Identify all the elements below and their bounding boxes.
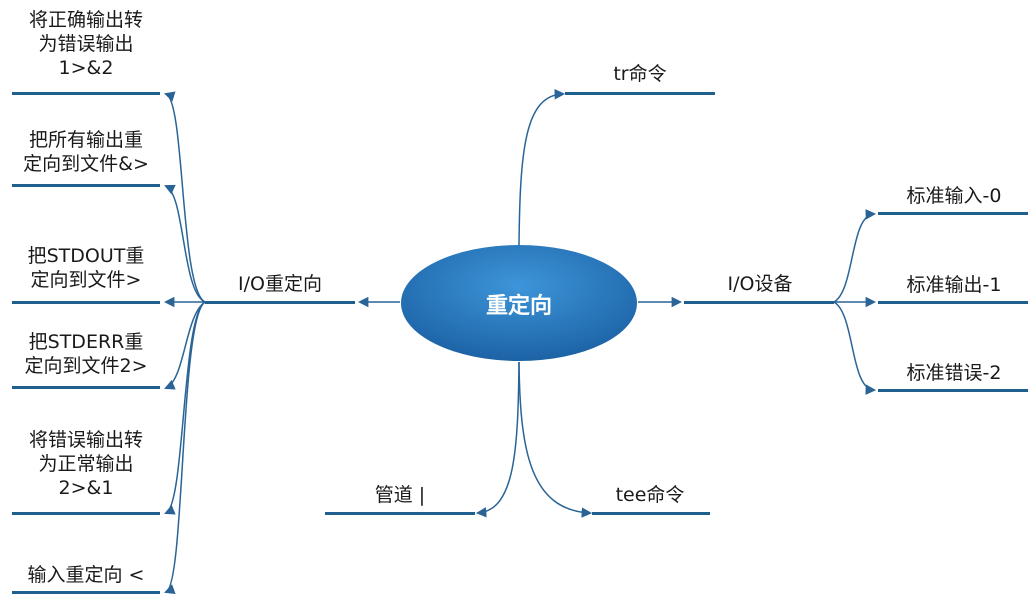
connector-redirect-5 [164, 301, 206, 594]
redirect-item-3-line-0: 把STDERR重 [28, 331, 144, 353]
device-item-2: 标准错误-2 [906, 362, 1002, 384]
connector-redirect-3 [164, 301, 206, 390]
connector-device-0 [833, 209, 877, 303]
connector-pipe [475, 361, 520, 518]
connector-device-2 [833, 301, 877, 395]
redirect-item-1: 把所有输出重 定向到文件&> [12, 128, 160, 176]
bar-redirect-0 [12, 92, 160, 95]
redirect-item-4-line-0: 将错误输出转 [28, 429, 143, 451]
bar-io-device [684, 301, 834, 304]
redirect-item-1-line-0: 把所有输出重 [28, 129, 143, 151]
branch-pipe-label: 管道 | [374, 484, 426, 506]
redirect-item-2: 把STDOUT重 定向到文件> [12, 244, 160, 292]
device-item-1: 标准输出-1 [906, 274, 1002, 296]
bar-device-1 [878, 301, 1028, 304]
connector-redirect-0 [164, 91, 206, 303]
redirect-item-2-line-1: 定向到文件> [30, 269, 142, 291]
redirect-item-2-line-0: 把STDOUT重 [27, 245, 145, 267]
redirect-item-0: 将正确输出转 为错误输出 1>&2 [12, 8, 160, 80]
branch-tee-label: tee命令 [615, 484, 685, 506]
bar-redirect-3 [12, 386, 160, 389]
redirect-item-3-line-1: 定向到文件2> [24, 355, 148, 377]
bar-device-0 [878, 212, 1028, 215]
center-node [401, 245, 637, 361]
bar-io-redirect [205, 301, 355, 304]
connector-tr [518, 88, 566, 246]
bar-redirect-5 [12, 591, 160, 594]
redirect-item-0-line-2: 1>&2 [58, 57, 114, 79]
redirect-item-4: 将错误输出转 为正常输出 2>&1 [12, 428, 160, 500]
redirect-item-0-line-1: 为错误输出 [38, 33, 134, 55]
redirect-item-5: 输入重定向 < [12, 563, 160, 587]
bar-tee [592, 512, 710, 515]
connector-redirect-1 [164, 184, 206, 303]
redirect-item-5-line-0: 输入重定向 < [27, 564, 145, 586]
redirect-item-3: 把STDERR重 定向到文件2> [12, 330, 160, 378]
redirect-item-4-line-1: 为正常输出 [38, 453, 134, 475]
branch-io-redirect-label: I/O重定向 [238, 273, 322, 295]
branch-tr-label: tr命令 [613, 63, 667, 85]
bar-tr [565, 92, 715, 95]
device-item-0: 标准输入-0 [906, 185, 1002, 207]
bar-pipe [325, 512, 475, 515]
bar-redirect-1 [12, 184, 160, 187]
redirect-item-1-line-1: 定向到文件&> [23, 153, 149, 175]
bar-redirect-4 [12, 512, 160, 515]
connector-tee [518, 361, 593, 518]
redirect-item-4-line-2: 2>&1 [58, 477, 114, 499]
bar-device-2 [878, 389, 1028, 392]
redirect-item-0-line-0: 将正确输出转 [28, 9, 143, 31]
branch-io-device-label: I/O设备 [727, 273, 793, 295]
bar-redirect-2 [12, 301, 160, 304]
center-label: 重定向 [485, 294, 552, 319]
